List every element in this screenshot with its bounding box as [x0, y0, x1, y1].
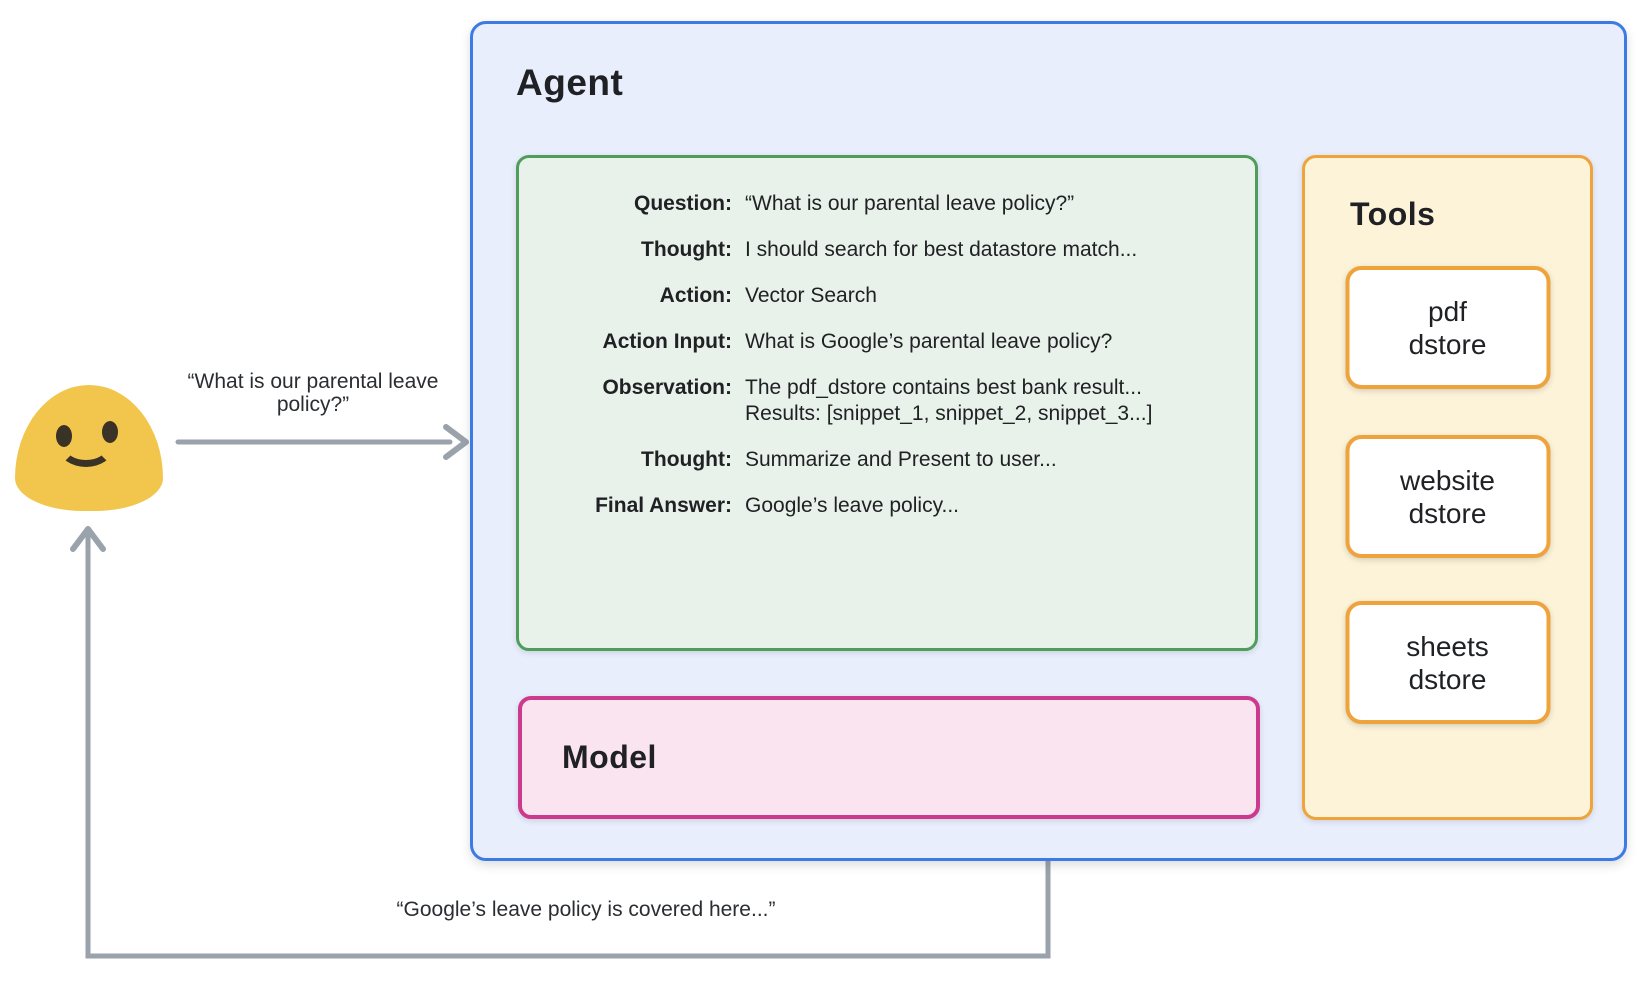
- tools-panel-title: Tools: [1350, 196, 1436, 232]
- tool-item-line1: sheets: [1406, 630, 1489, 662]
- scratchpad-row-action: Action: Vector Search: [519, 283, 1255, 309]
- agent-response-arrow-head: [70, 526, 106, 552]
- observation-line-1: The pdf_dstore contains best bank result…: [745, 376, 1142, 399]
- row-label: Observation:: [602, 376, 732, 399]
- scratchpad-row-final-answer: Final Answer: Google’s leave policy...: [519, 493, 1255, 519]
- agent-response-label: “Google’s leave policy is covered here..…: [396, 898, 776, 921]
- tool-item-website-dstore: website dstore: [1345, 435, 1550, 558]
- model-panel: Model: [518, 696, 1260, 819]
- scratchpad-row-thought: Thought: I should search for best datast…: [519, 237, 1255, 263]
- row-value: “What is our parental leave policy?”: [745, 192, 1075, 215]
- tool-item-line2: dstore: [1408, 328, 1487, 360]
- tool-item-line1: website: [1400, 464, 1495, 496]
- user-query-arrow-head: [443, 424, 469, 460]
- model-panel-title: Model: [562, 739, 657, 775]
- row-label: Action Input:: [602, 330, 732, 353]
- row-label: Thought:: [641, 448, 732, 471]
- row-value: Google’s leave policy...: [745, 494, 960, 517]
- row-value: What is Google’s parental leave policy?: [745, 330, 1113, 353]
- scratchpad-row-thought-2: Thought: Summarize and Present to user..…: [519, 447, 1255, 473]
- row-value: Vector Search: [745, 284, 877, 307]
- observation-line-2: Results: [snippet_1, snippet_2, snippet_…: [745, 402, 1153, 425]
- tool-item-line2: dstore: [1408, 663, 1487, 695]
- row-value: The pdf_dstore contains best bank result…: [732, 375, 1255, 427]
- row-label: Action:: [659, 284, 732, 307]
- row-label: Question:: [634, 192, 732, 215]
- agent-panel-title: Agent: [516, 62, 624, 103]
- user-emoji-icon: [15, 385, 163, 511]
- tool-item-pdf-dstore: pdf dstore: [1345, 266, 1550, 389]
- scratchpad-row-observation: Observation: The pdf_dstore contains bes…: [519, 375, 1255, 427]
- scratchpad-panel: Question: “What is our parental leave po…: [516, 155, 1258, 651]
- scratchpad-row-action-input: Action Input: What is Google’s parental …: [519, 329, 1255, 355]
- user-query-label: “What is our parental leave policy?”: [187, 370, 439, 416]
- agent-panel: Agent Question: “What is our parental le…: [470, 21, 1627, 861]
- row-label: Thought:: [641, 238, 732, 261]
- tool-item-line2: dstore: [1408, 497, 1487, 529]
- tools-panel: Tools pdf dstore website dstore sheets d…: [1302, 155, 1593, 820]
- tool-item-line1: pdf: [1428, 295, 1467, 327]
- row-label: Final Answer:: [595, 494, 732, 517]
- row-value: I should search for best datastore match…: [745, 238, 1138, 261]
- row-value: Summarize and Present to user...: [745, 448, 1057, 471]
- emoji-smile: [59, 429, 113, 467]
- tool-item-sheets-dstore: sheets dstore: [1345, 601, 1550, 724]
- scratchpad-row-question: Question: “What is our parental leave po…: [519, 191, 1255, 217]
